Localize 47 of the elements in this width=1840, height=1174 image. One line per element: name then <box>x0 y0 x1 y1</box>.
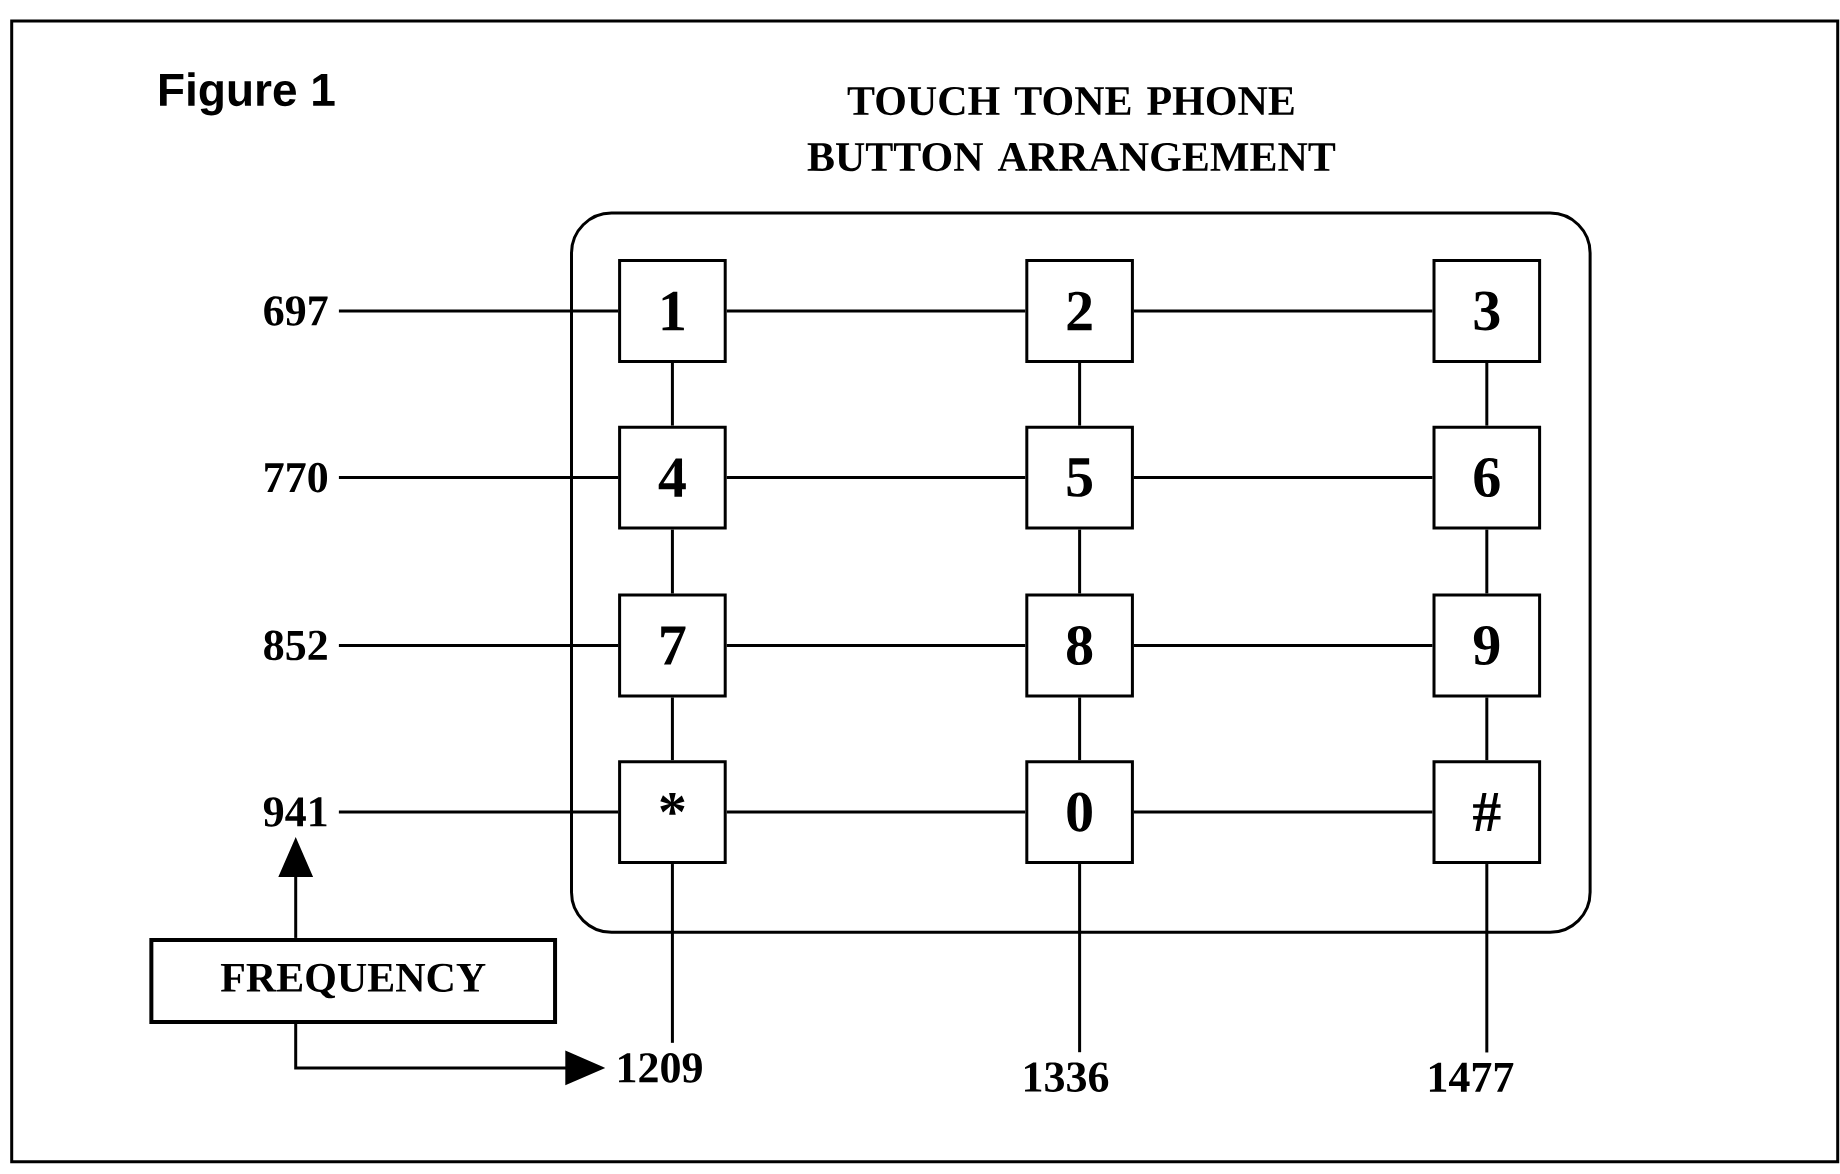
key-button: 1 <box>618 259 727 363</box>
connector-line <box>726 309 1026 313</box>
connector-line <box>1133 810 1433 814</box>
connector-line <box>1078 697 1082 761</box>
frequency-label: 697 <box>264 296 328 326</box>
frequency-label: 852 <box>264 630 327 661</box>
key-button: 6 <box>1432 425 1542 530</box>
frequency-label: 1336 <box>1025 1062 1109 1092</box>
key-button: 3 <box>1432 259 1542 363</box>
connector-line <box>338 643 619 647</box>
key-button: 7 <box>618 593 727 698</box>
connector-line <box>1078 529 1082 594</box>
frequency-label: 941 <box>263 797 327 827</box>
key-button: # <box>1432 760 1542 865</box>
connector-line <box>1485 697 1489 761</box>
frequency-label: 1209 <box>619 1053 702 1083</box>
connector-line <box>726 810 1026 814</box>
connector-line <box>726 644 1026 647</box>
key-button: 2 <box>1025 259 1134 363</box>
key-button: * <box>618 760 727 865</box>
connector-line <box>1485 529 1489 594</box>
connector-line <box>670 529 674 594</box>
connector-line <box>1078 864 1082 1053</box>
connector-line <box>670 697 674 761</box>
frequency-label: 770 <box>265 462 328 493</box>
phone-outline <box>570 211 1592 934</box>
key-button: 4 <box>618 425 727 530</box>
connector-line <box>726 476 1026 480</box>
connector-line <box>1133 309 1433 313</box>
connector-line <box>1133 476 1433 480</box>
connector-line <box>670 864 674 1043</box>
connector-line <box>1078 362 1082 426</box>
key-button: 9 <box>1432 593 1542 698</box>
connector-line <box>1133 644 1433 647</box>
frequency-label: 1477 <box>1429 1062 1514 1092</box>
title: TOUCH TONE PHONE BUTTON ARRANGEMENT <box>807 86 1336 172</box>
key-button: 8 <box>1025 593 1134 698</box>
figure-label: Figure 1 <box>160 72 335 116</box>
connector-line <box>670 362 674 426</box>
frequency-box: FREQUENCY <box>149 937 558 1025</box>
connector-line <box>1485 864 1489 1053</box>
key-button: 5 <box>1025 425 1134 530</box>
key-button: 0 <box>1025 760 1134 865</box>
connector-line <box>338 476 619 480</box>
connector-line <box>1485 362 1489 426</box>
connector-line <box>338 810 619 814</box>
connector-line <box>338 309 619 313</box>
